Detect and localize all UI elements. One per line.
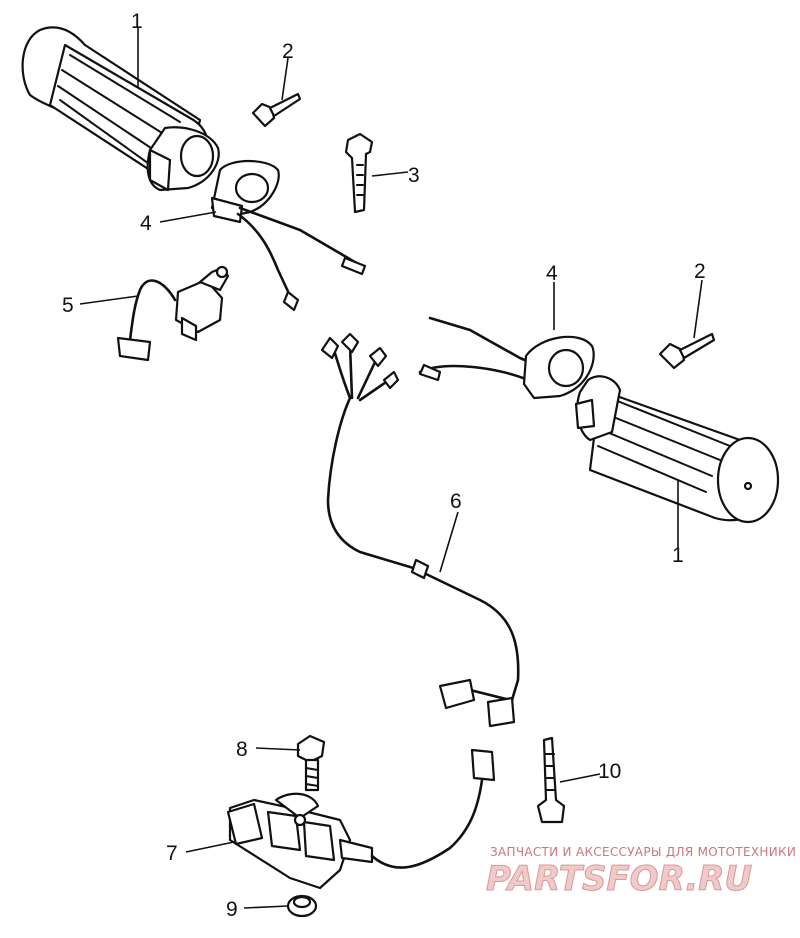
callout-1-right: 1: [672, 544, 684, 567]
callout-9: 9: [226, 898, 238, 921]
right-grip: [574, 375, 780, 524]
bolt: [296, 734, 326, 792]
callout-4-right: 4: [546, 262, 558, 285]
callout-1-left: 1: [131, 10, 143, 33]
controller-unit: [226, 748, 496, 890]
grommet: [286, 894, 318, 918]
callout-5: 5: [62, 294, 74, 317]
heater-element-left: [210, 160, 367, 312]
watermark: ЗАПЧАСТИ И АКСЕССУАРЫ ДЛЯ МОТОТЕХНИКИ PA…: [486, 845, 796, 900]
callout-2-right: 2: [694, 260, 706, 283]
heater-switch: [116, 265, 230, 362]
callout-8: 8: [236, 738, 248, 761]
callout-7: 7: [166, 842, 178, 865]
watermark-tagline: ЗАПЧАСТИ И АКСЕССУАРЫ ДЛЯ МОТОТЕХНИКИ: [490, 845, 796, 859]
callout-3: 3: [408, 164, 420, 187]
callout-10: 10: [598, 760, 621, 783]
callout-6: 6: [450, 490, 462, 513]
left-grip: [21, 26, 220, 192]
cable-tie-small: [344, 132, 374, 214]
leader-lines: [79, 28, 703, 909]
wiring-harness: [320, 332, 520, 728]
callout-2-left: 2: [282, 40, 294, 63]
cable-tie-large: [536, 736, 566, 824]
heater-element-right: [418, 316, 595, 400]
callout-4-left: 4: [140, 212, 152, 235]
rivet-left: [251, 92, 302, 128]
watermark-logo: PARTSFOR.RU: [486, 859, 752, 899]
rivet-right: [658, 332, 716, 370]
